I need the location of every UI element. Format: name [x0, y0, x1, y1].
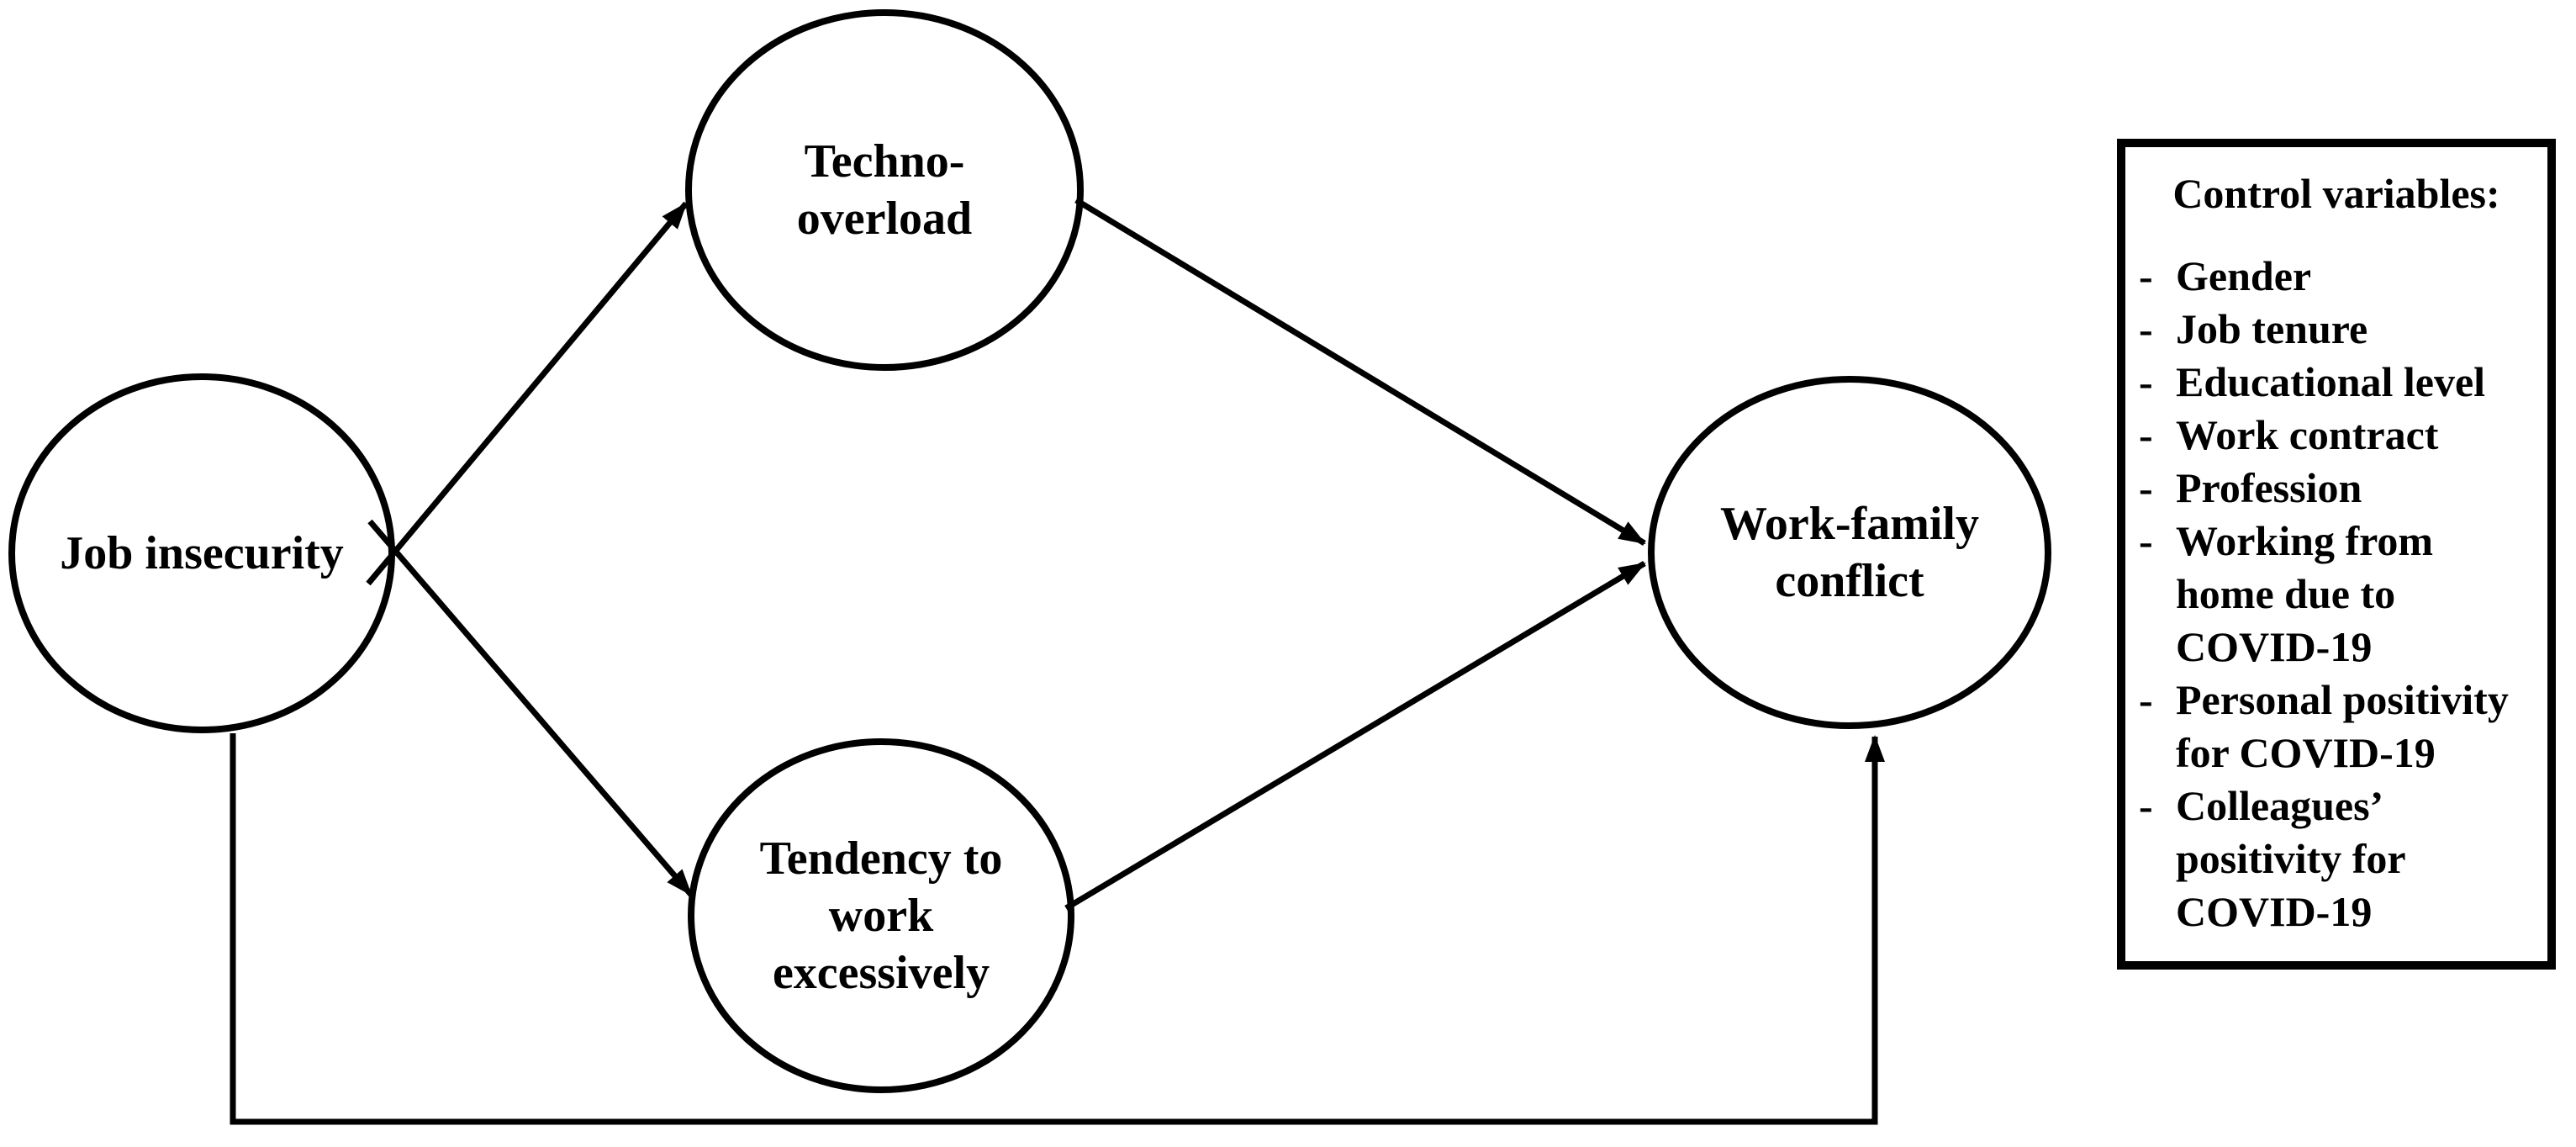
node-label-line: work — [828, 889, 934, 942]
control-variable-text: Job tenure — [2176, 303, 2547, 356]
node-ellipse-techno-overload — [685, 9, 1084, 371]
control-variables-list: -Gender-Job tenure-Educational level-Wor… — [2125, 250, 2547, 938]
control-variable-item: -Gender — [2139, 250, 2547, 303]
control-variable-line: Colleagues’ — [2176, 782, 2384, 829]
control-variable-line: COVID-19 — [2176, 888, 2373, 935]
dash-bullet: - — [2139, 358, 2153, 405]
edge-tendency-to-wfc — [1064, 560, 1646, 912]
control-variable-text: Working from home due to COVID-19 — [2176, 515, 2547, 674]
control-variable-item: -Personal positivity for COVID-19 — [2139, 674, 2547, 780]
control-variables-box: Control variables: -Gender-Job tenure-Ed… — [2117, 139, 2556, 970]
node-ellipse-tendency-to-work-excessively — [688, 738, 1074, 1093]
control-variable-text: Profession — [2176, 462, 2547, 515]
control-variable-line: positivity for — [2176, 835, 2406, 882]
control-variable-line: Work contract — [2176, 411, 2439, 458]
dash-bullet: - — [2139, 252, 2153, 299]
control-variable-item: -Profession — [2139, 462, 2547, 515]
node-label-line: Work-family — [1720, 497, 1979, 550]
node-label-line: conflict — [1775, 555, 1924, 607]
edge-techno-to-wfc — [1074, 198, 1646, 546]
edge-job-to-tendency — [367, 519, 694, 897]
node-label-job-insecurity: Job insecurity — [12, 377, 392, 730]
control-variable-line: Profession — [2176, 464, 2362, 511]
control-variable-item: -Work contract — [2139, 409, 2547, 462]
control-variable-line: home due to — [2176, 570, 2396, 617]
control-variable-text: Educational level — [2176, 356, 2547, 409]
node-label-line: excessively — [772, 947, 990, 1000]
control-variable-line: Gender — [2176, 252, 2312, 299]
edge-job-to-techno — [366, 201, 689, 586]
dash-bullet: - — [2139, 676, 2153, 723]
control-variable-text: Personal positivity for COVID-19 — [2176, 674, 2547, 780]
dash-bullet: - — [2139, 464, 2153, 511]
control-variable-line: COVID-19 — [2176, 623, 2373, 670]
control-variable-item: -Job tenure — [2139, 303, 2547, 356]
control-variable-line: Personal positivity — [2176, 676, 2509, 723]
node-ellipse-work-family-conflict — [1648, 376, 2051, 729]
control-variable-line: Working from — [2176, 517, 2434, 564]
dash-bullet: - — [2139, 782, 2153, 829]
edge-job-to-wfc-direct — [230, 733, 1885, 1125]
control-variable-line: Job tenure — [2176, 305, 2368, 352]
node-label-line: overload — [796, 193, 973, 245]
node-label-techno-overload: Techno-overload — [689, 13, 1080, 367]
control-variable-line: for COVID-19 — [2176, 729, 2436, 776]
control-variable-text: Work contract — [2176, 409, 2547, 462]
control-variable-text: Gender — [2176, 250, 2547, 303]
dash-bullet: - — [2139, 411, 2153, 458]
dash-bullet: - — [2139, 305, 2153, 352]
control-variable-line: Educational level — [2176, 358, 2486, 405]
node-label-line: Job insecurity — [60, 526, 344, 579]
node-label-line: Tendency to — [759, 832, 1003, 885]
control-box-title: Control variables: — [2172, 170, 2500, 217]
control-variable-item: -Educational level — [2139, 356, 2547, 409]
dash-bullet: - — [2139, 517, 2153, 564]
node-label-line: Techno- — [804, 135, 965, 188]
control-variable-item: -Working from home due to COVID-19 — [2139, 515, 2547, 674]
